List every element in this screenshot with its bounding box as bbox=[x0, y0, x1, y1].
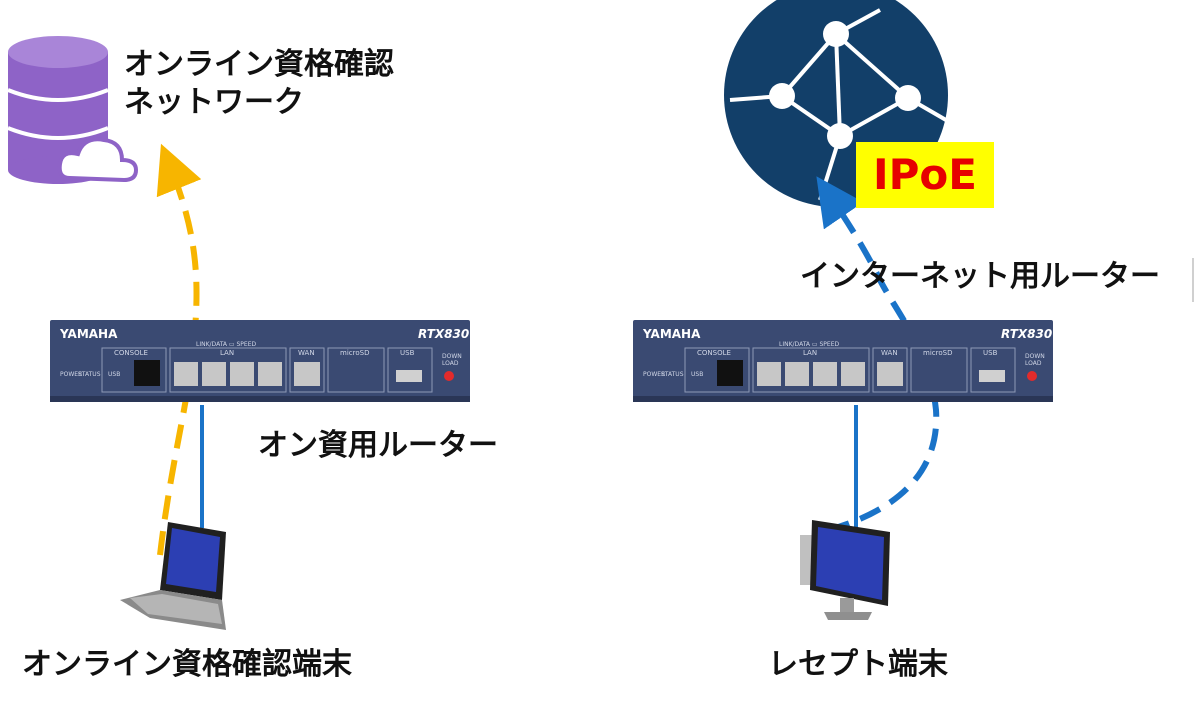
svg-text:DOWN: DOWN bbox=[1025, 353, 1045, 360]
svg-text:LINK/DATA ▭ SPEED: LINK/DATA ▭ SPEED bbox=[196, 341, 257, 348]
svg-text:POWER: POWER bbox=[60, 371, 82, 378]
svg-text:microSD: microSD bbox=[340, 349, 369, 357]
blue-dashed-path bbox=[816, 176, 940, 533]
svg-text:USB: USB bbox=[400, 349, 415, 357]
svg-text:RTX830: RTX830 bbox=[1001, 327, 1052, 341]
network-label-line2: ネットワーク bbox=[124, 85, 304, 120]
router-left-label: オン資用ルーター bbox=[258, 428, 498, 463]
svg-text:DOWN: DOWN bbox=[442, 353, 462, 360]
router-right-device: YAMAHA RTX830 CONSOLE POWER STATUS USB L… bbox=[633, 320, 1053, 402]
router-brand: YAMAHA bbox=[59, 327, 118, 341]
svg-text:LAN: LAN bbox=[220, 349, 234, 357]
svg-text:POWER: POWER bbox=[643, 371, 665, 378]
svg-text:WAN: WAN bbox=[881, 349, 898, 357]
terminal-right-label: レセプト端末 bbox=[768, 647, 948, 682]
svg-text:YAMAHA: YAMAHA bbox=[642, 327, 701, 341]
router-left-device: YAMAHA RTX830 CONSOLE POWER STATUS USB L… bbox=[50, 320, 470, 402]
svg-text:LINK/DATA ▭ SPEED: LINK/DATA ▭ SPEED bbox=[779, 341, 840, 348]
desktop-monitor-icon bbox=[800, 520, 890, 620]
database-cloud-icon bbox=[7, 36, 139, 184]
router-right-label: インターネット用ルーター bbox=[800, 259, 1160, 294]
svg-text:CONSOLE: CONSOLE bbox=[114, 349, 148, 357]
svg-text:LAN: LAN bbox=[803, 349, 817, 357]
svg-text:LOAD: LOAD bbox=[1025, 360, 1042, 367]
svg-text:USB: USB bbox=[691, 371, 703, 378]
svg-text:WAN: WAN bbox=[298, 349, 315, 357]
svg-text:STATUS: STATUS bbox=[78, 371, 101, 378]
laptop-icon bbox=[120, 522, 226, 630]
edge-bar bbox=[1192, 258, 1194, 302]
svg-text:USB: USB bbox=[108, 371, 120, 378]
router-model: RTX830 bbox=[418, 327, 469, 341]
svg-text:LOAD: LOAD bbox=[442, 360, 459, 367]
svg-text:STATUS: STATUS bbox=[661, 371, 684, 378]
ipoe-badge: IPoE bbox=[856, 142, 994, 208]
terminal-left-label: オンライン資格確認端末 bbox=[22, 647, 352, 682]
svg-text:microSD: microSD bbox=[923, 349, 952, 357]
svg-text:USB: USB bbox=[983, 349, 998, 357]
svg-text:CONSOLE: CONSOLE bbox=[697, 349, 731, 357]
network-label-line1: オンライン資格確認 bbox=[124, 47, 394, 82]
